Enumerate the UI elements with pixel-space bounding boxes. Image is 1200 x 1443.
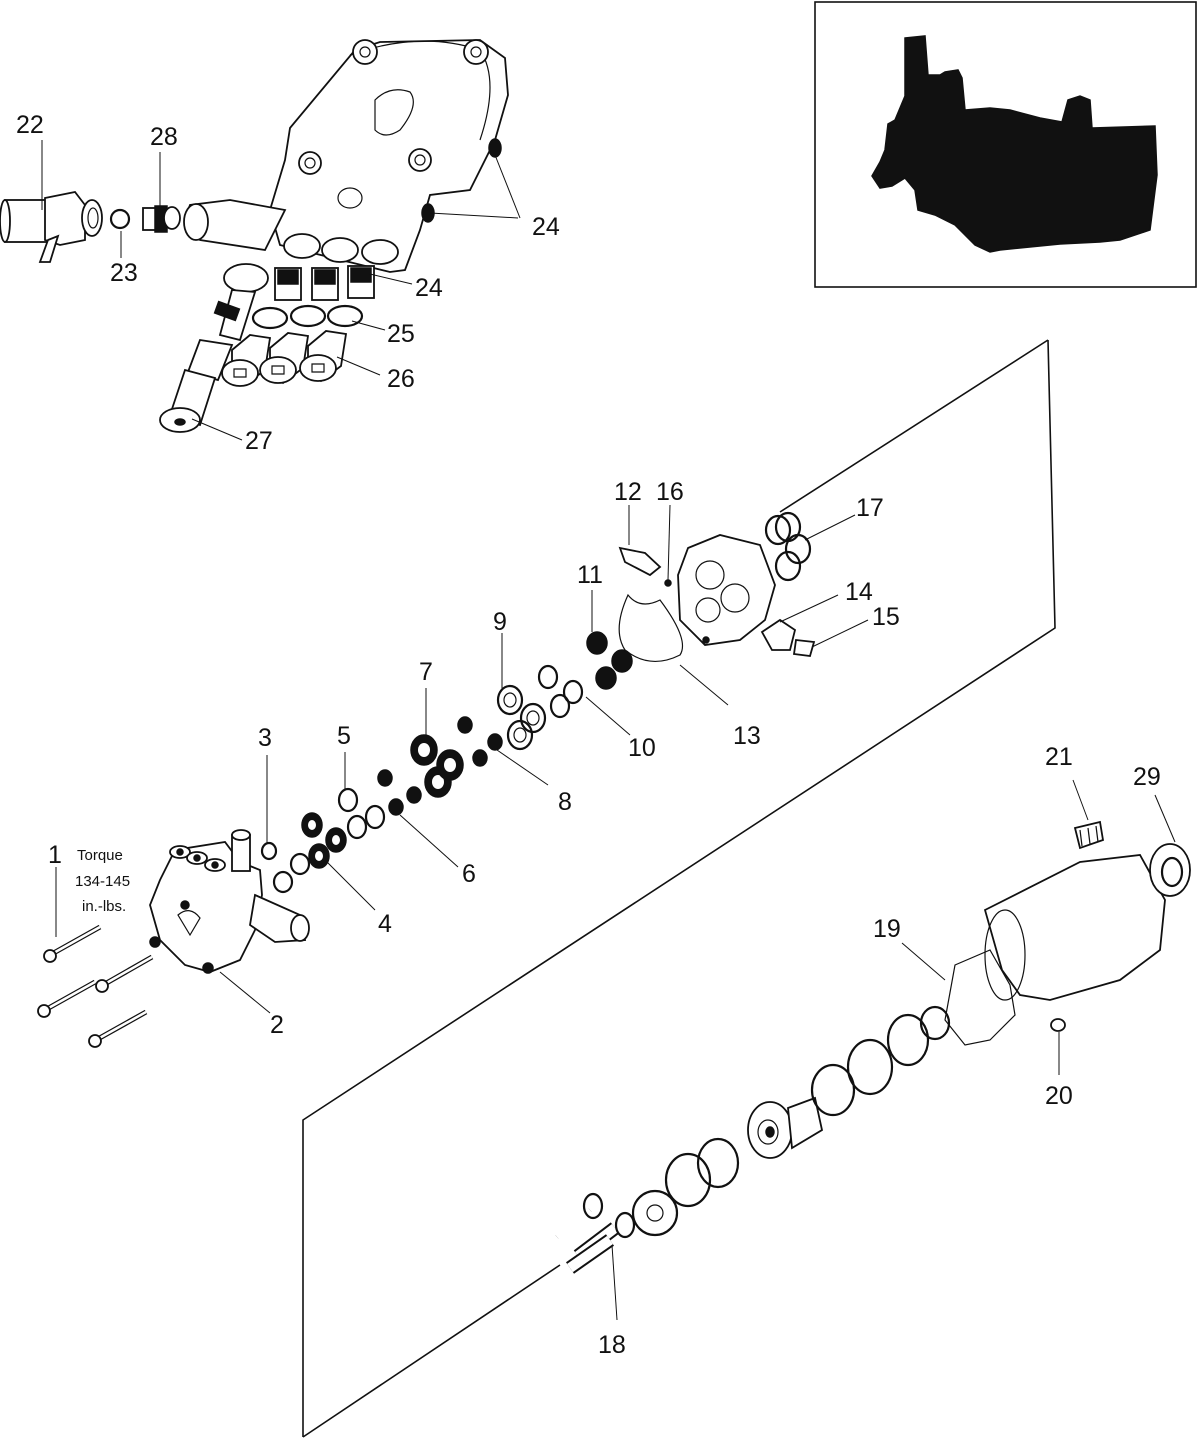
callout-18: 18 (598, 1331, 626, 1359)
callout-4: 4 (378, 910, 392, 938)
callout-3: 3 (258, 724, 272, 752)
torque-note-line2: 134-145 (75, 873, 130, 890)
callout-labels: 22 23 28 24 24 25 26 27 1 Torque 134-145… (16, 111, 1161, 1359)
callout-9: 9 (493, 608, 507, 636)
callout-24-upper: 24 (532, 213, 560, 241)
callout-1: 1 (48, 841, 62, 869)
inset-photo (814, 1, 1197, 288)
manifold-assembly (618, 511, 816, 662)
callout-5: 5 (337, 722, 351, 750)
plug-set (221, 330, 348, 387)
part-23-washer (109, 208, 131, 230)
callout-21: 21 (1045, 743, 1073, 771)
crankcase-assembly (553, 820, 1191, 1274)
callout-19: 19 (873, 915, 901, 943)
callout-22: 22 (16, 111, 44, 139)
callout-27: 27 (245, 427, 273, 455)
assembly-frame (302, 339, 1056, 1438)
callout-14: 14 (845, 578, 873, 606)
callout-10: 10 (628, 734, 656, 762)
callout-28: 28 (150, 123, 178, 151)
pump-head-part-2 (149, 829, 310, 974)
callout-26: 26 (387, 365, 415, 393)
leader-lines (41, 140, 1176, 1321)
unloader-column (159, 263, 269, 433)
callout-7: 7 (419, 658, 433, 686)
callout-15: 15 (872, 603, 900, 631)
valve-set (274, 265, 375, 301)
part-28-fitting (142, 205, 181, 233)
callout-25: 25 (387, 320, 415, 348)
callout-2: 2 (270, 1011, 284, 1039)
callout-17: 17 (856, 494, 884, 522)
seal-ring-chain (260, 631, 633, 894)
torque-note-line1: Torque (77, 847, 123, 864)
callout-29: 29 (1133, 763, 1161, 791)
callout-6: 6 (462, 860, 476, 888)
part-22-elbow (0, 191, 103, 263)
callout-12: 12 (614, 478, 642, 506)
pump-head-assembly (159, 39, 509, 433)
callout-23: 23 (110, 259, 138, 287)
callout-24-lower: 24 (415, 274, 443, 302)
callout-11: 11 (577, 561, 603, 589)
bolts-part-1 (37, 924, 154, 1048)
callout-20: 20 (1045, 1082, 1073, 1110)
callout-8: 8 (558, 788, 572, 816)
torque-note-line3: in.-lbs. (82, 898, 126, 915)
callout-16: 16 (656, 478, 684, 506)
callout-13: 13 (733, 722, 761, 750)
